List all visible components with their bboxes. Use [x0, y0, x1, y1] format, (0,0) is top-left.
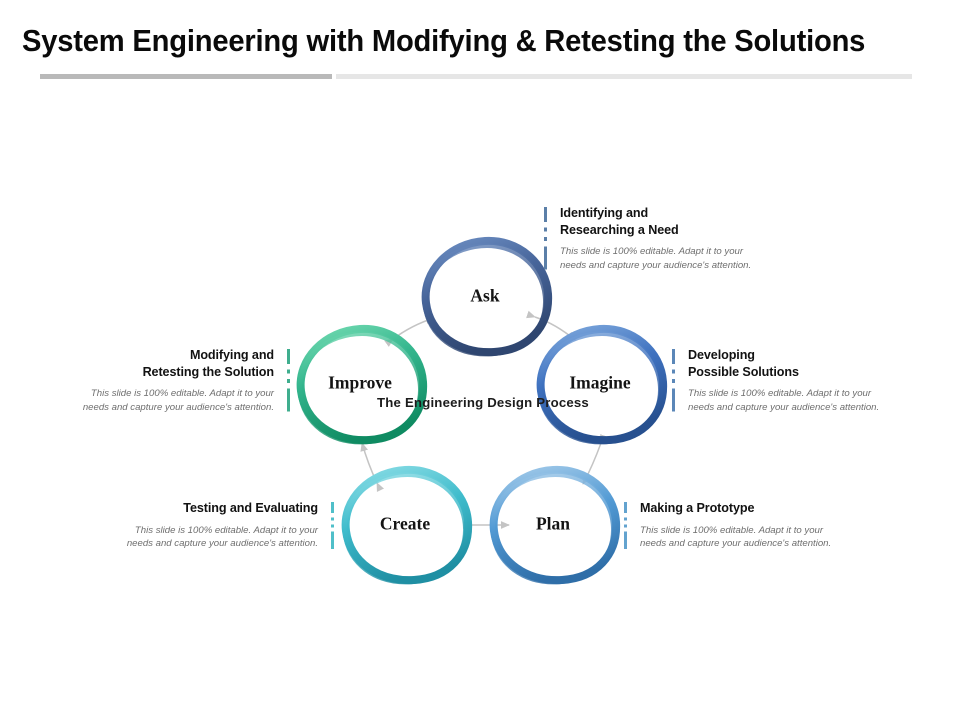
node-create-shape[interactable] — [341, 465, 473, 585]
callout-accent-bar-plan — [624, 502, 627, 553]
callout-accent-bar-imagine — [672, 349, 675, 417]
callout-accent-bar-improve — [287, 349, 290, 417]
node-label-ask: Ask — [470, 285, 500, 306]
callout-heading-plan: Making a Prototype — [640, 501, 755, 515]
callout-body-ask: This slide is 100% editable. Adapt it to… — [560, 246, 752, 272]
callout-heading-improve: Modifying and Retesting the Solution — [142, 348, 275, 379]
callout-heading-create: Testing and Evaluating — [183, 501, 318, 515]
callout-body-imagine: This slide is 100% editable. Adapt it to… — [688, 388, 880, 414]
node-imagine-shape[interactable] — [536, 324, 668, 445]
callout-ask: Identifying and Researching a Need This … — [544, 205, 800, 275]
node-improve-shape[interactable] — [296, 324, 428, 445]
callout-improve: Modifying and Retesting the Solution Thi… — [42, 347, 290, 417]
callout-plan: Making a Prototype This slide is 100% ed… — [624, 500, 874, 553]
node-label-improve: Improve — [328, 372, 392, 393]
title-divider-left — [40, 74, 332, 79]
callout-body-plan: This slide is 100% editable. Adapt it to… — [640, 524, 832, 550]
callout-heading-ask: Identifying and Researching a Need — [560, 206, 679, 237]
node-label-create: Create — [379, 513, 431, 534]
node-label-plan: Plan — [535, 513, 571, 534]
diagram-center-label: The Engineering Design Process — [377, 394, 589, 410]
callout-imagine: Developing Possible Solutions This slide… — [672, 347, 922, 417]
callout-heading-imagine: Developing Possible Solutions — [688, 348, 799, 379]
callout-body-create: This slide is 100% editable. Adapt it to… — [126, 524, 318, 550]
node-ask-shape[interactable] — [421, 236, 553, 357]
page-title: System Engineering with Modifying & Rete… — [22, 24, 866, 58]
title-divider-right — [336, 74, 912, 79]
node-plan-shape[interactable] — [489, 465, 621, 585]
node-label-imagine: Imagine — [569, 372, 631, 393]
callout-accent-bar-ask — [544, 207, 547, 275]
callout-body-improve: This slide is 100% editable. Adapt it to… — [82, 388, 274, 414]
callout-accent-bar-create — [331, 502, 334, 553]
callout-create: Testing and Evaluating This slide is 100… — [86, 500, 334, 553]
